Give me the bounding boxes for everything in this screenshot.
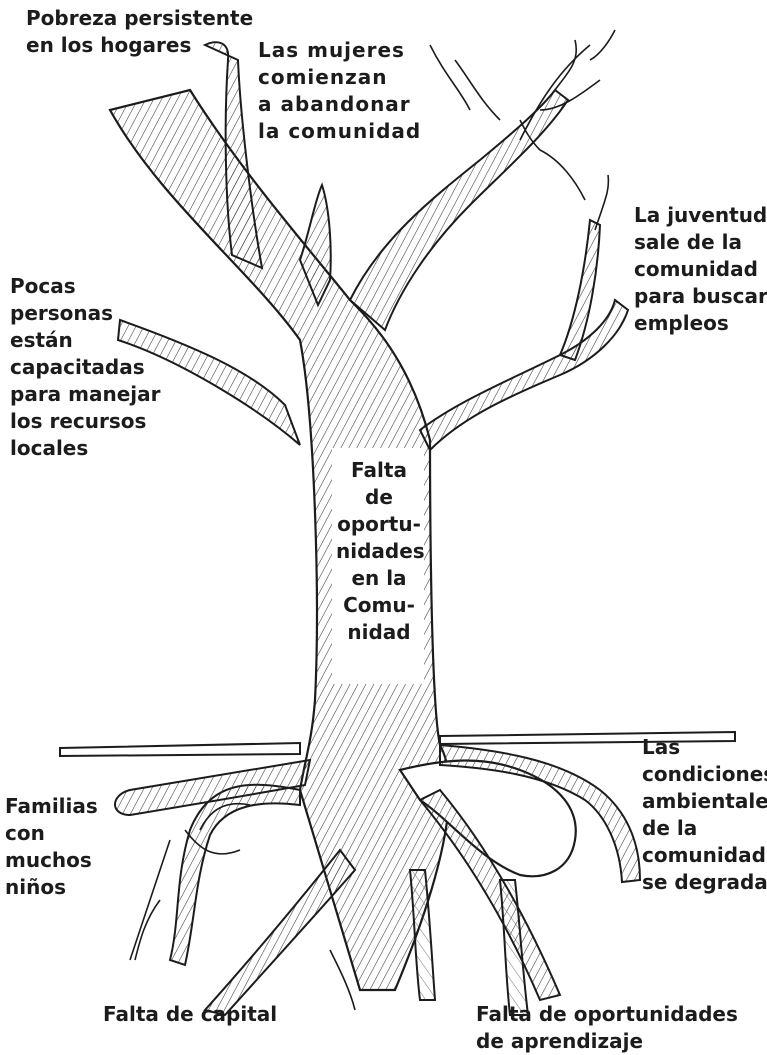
cause-lack-learning-label: Falta de oportunidades de aprendizaje: [476, 1001, 738, 1055]
cause-environment-label: Las condiciones ambientales de la comuni…: [642, 734, 767, 896]
cause-large-families-label: Familias con muchos niños: [5, 793, 98, 901]
core-problem-label: Falta de oportu- nidades en la Comu- nid…: [336, 457, 422, 646]
effect-youth-leave-label: La juventud sale de la comunidad para bu…: [634, 202, 767, 337]
effect-women-leave-label: Las mujeres comienzan a abandonar la com…: [258, 37, 421, 145]
effect-few-trained-label: Pocas personas están capacitadas para ma…: [10, 273, 161, 462]
effect-household-poverty-label: Pobreza persistente en los hogares: [26, 5, 253, 59]
cause-lack-capital-label: Falta de capital: [103, 1001, 277, 1028]
